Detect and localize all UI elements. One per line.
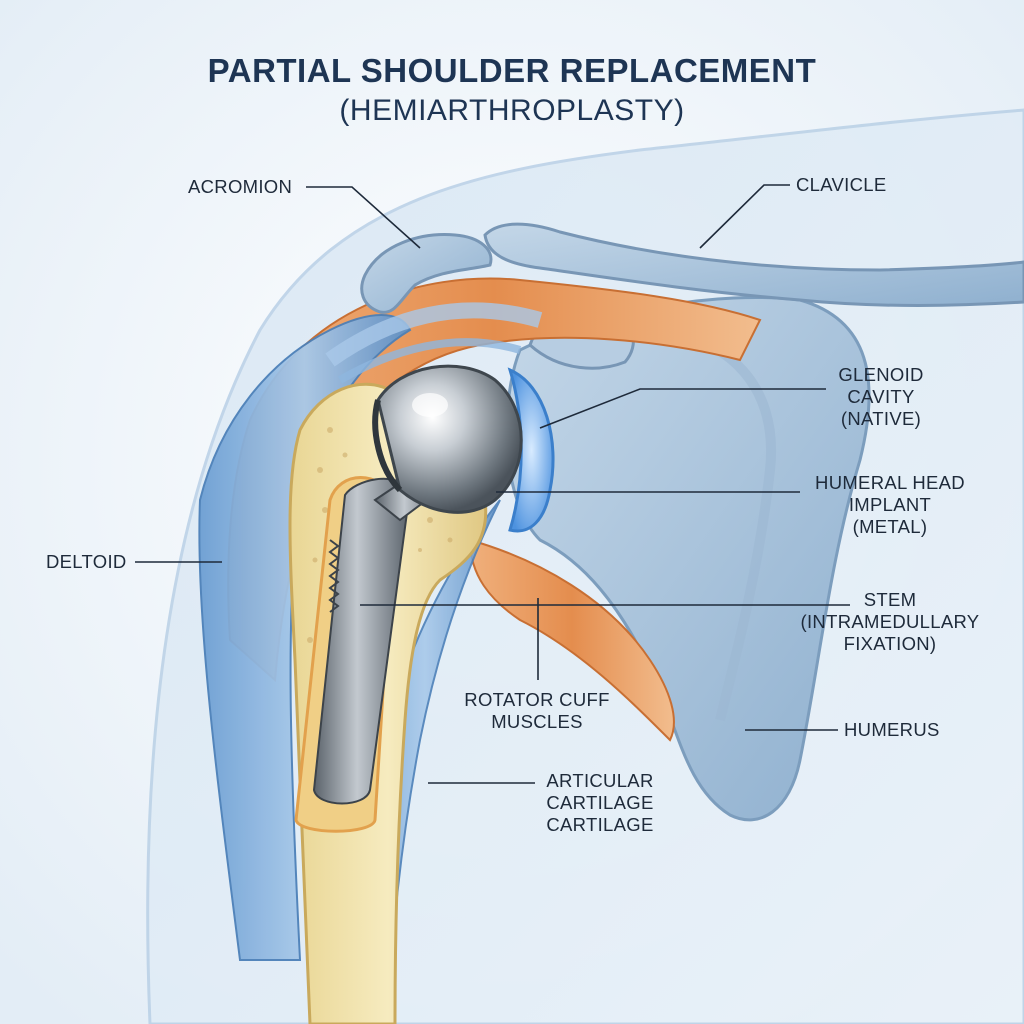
label-glenoid-cavity: GLENOID CAVITY (NATIVE)	[826, 364, 936, 430]
label-clavicle: CLAVICLE	[796, 174, 886, 196]
rotator-cuff-muscle	[468, 538, 675, 742]
label-rotator-cuff-line2: MUSCLES	[491, 711, 583, 732]
acromion-bone	[360, 233, 493, 314]
label-articular-cartilage: ARTICULAR CARTILAGE CARTILAGE	[530, 770, 670, 836]
label-humeral-head-line2: IMPLANT	[848, 494, 932, 515]
label-clavicle-text: CLAVICLE	[796, 174, 887, 195]
label-rotator-cuff-line1: ROTATOR CUFF	[464, 689, 610, 710]
label-cartilage-line2: CARTILAGE	[546, 792, 654, 813]
label-humerus-text: HUMERUS	[844, 719, 940, 740]
label-stem-line2: (INTRAMEDULLARY	[800, 611, 980, 632]
label-glenoid-line3: (NATIVE)	[840, 408, 922, 429]
label-cartilage-line3: CARTILAGE	[546, 814, 654, 835]
leader-glenoid	[539, 388, 826, 429]
label-acromion-text: ACROMION	[188, 176, 293, 197]
humeral-head-implant	[372, 364, 523, 514]
leader-lines	[135, 184, 850, 784]
label-stem-line3: FIXATION)	[843, 633, 937, 654]
label-glenoid-line2: CAVITY	[847, 386, 915, 407]
diagram-subtitle: (HEMIARTHROPLASTY)	[339, 94, 685, 127]
label-cartilage-line1: ARTICULAR	[546, 770, 654, 791]
label-stem: STEM (INTRAMEDULLARY FIXATION)	[790, 589, 990, 655]
label-humeral-head-line1: HUMERAL HEAD	[815, 472, 965, 493]
label-glenoid-line1: GLENOID	[838, 364, 924, 385]
diagram-title: PARTIAL SHOULDER REPLACEMENT	[207, 52, 817, 89]
clavicle-bone	[483, 222, 1024, 307]
label-humerus: HUMERUS	[844, 719, 940, 741]
stem-implant	[312, 477, 412, 805]
leader-clavicle	[699, 184, 790, 249]
label-deltoid-text: DELTOID	[46, 551, 127, 572]
label-humeral-head-implant: HUMERAL HEAD IMPLANT (METAL)	[804, 472, 976, 538]
leader-acromion	[306, 186, 421, 249]
label-deltoid: DELTOID	[46, 551, 127, 573]
label-stem-line1: STEM	[863, 589, 917, 610]
label-acromion: ACROMION	[188, 176, 292, 198]
label-humeral-head-line3: (METAL)	[852, 516, 928, 537]
label-rotator-cuff: ROTATOR CUFF MUSCLES	[462, 689, 612, 733]
